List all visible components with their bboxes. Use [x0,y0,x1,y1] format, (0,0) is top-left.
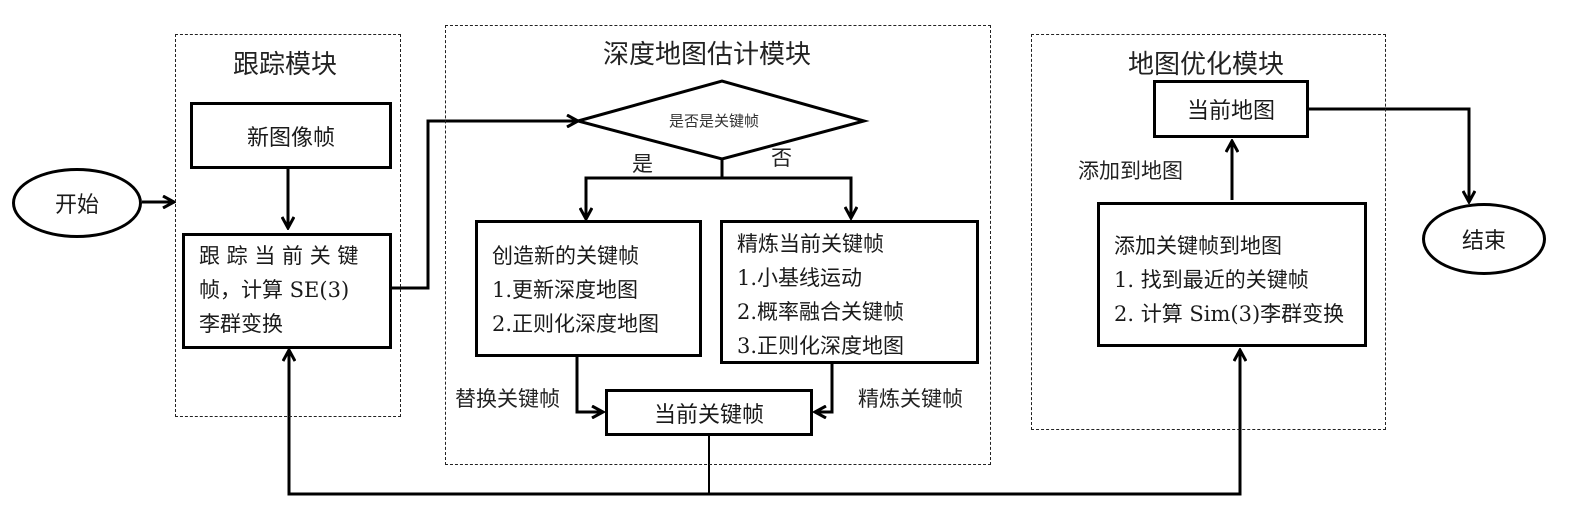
yes-label: 是 [632,152,653,176]
decision-diamond [572,79,870,161]
arrow-track-to-decision [390,121,578,290]
track-line-2: 帧，计算 SE(3) [199,278,350,302]
arrow-bus-to-add [709,350,1240,496]
add-keyframe-box: 添加关键帧到地图 1. 找到最近的关键帧 2. 计算 Sim(3)李群变换 [1097,202,1367,347]
current-map-box: 当前地图 [1153,80,1309,138]
refine-line-4: 3.正则化深度地图 [737,334,905,358]
arrow-bus-to-track [289,350,709,496]
tracking-module [175,34,401,417]
no-label: 否 [771,146,792,170]
depth-module [445,25,991,465]
add-line-1: 添加关键帧到地图 [1114,234,1282,258]
refine-keyframe-label: 精炼关键帧 [858,387,963,411]
create-line-2: 1.更新深度地图 [492,278,639,302]
track-keyframe-box: 跟 踪 当 前 关 键 帧，计算 SE(3) 李群变换 [182,233,392,349]
start-terminal: 开始 [12,168,142,238]
current-keyframe-label: 当前关键帧 [653,402,764,428]
new-frame-label: 新图像帧 [246,125,335,151]
track-line-3: 李群变换 [199,312,283,336]
add-line-3: 2. 计算 Sim(3)李群变换 [1114,302,1345,326]
arrow-yes-to-create [586,176,722,219]
depth-module-title: 深度地图估计模块 [603,40,812,70]
arrow-refine-to-current [815,362,834,412]
decision-label: 是否是关键帧 [669,112,760,130]
current-map-label: 当前地图 [1186,99,1275,124]
refine-keyframe-box: 精炼当前关键帧 1.小基线运动 2.概率融合关键帧 3.正则化深度地图 [720,220,979,364]
new-frame-box: 新图像帧 [190,102,392,169]
add-to-map-label: 添加到地图 [1078,159,1183,183]
refine-line-2: 1.小基线运动 [737,266,863,290]
end-label: 结束 [1461,229,1506,254]
refine-line-1: 精炼当前关键帧 [737,232,884,256]
map-optimization-module [1031,34,1386,430]
arrow-create-to-current [575,355,603,412]
add-line-2: 1. 找到最近的关键帧 [1114,268,1309,292]
map-optimization-module-title: 地图优化模块 [1128,50,1285,80]
track-line-1: 跟 踪 当 前 关 键 [199,244,359,268]
refine-line-3: 2.概率融合关键帧 [737,300,905,324]
create-line-1: 创造新的关键帧 [492,244,639,268]
start-label: 开始 [54,193,99,218]
arrow-map-to-end [1308,107,1469,202]
replace-keyframe-label: 替换关键帧 [455,387,560,411]
create-keyframe-box: 创造新的关键帧 1.更新深度地图 2.正则化深度地图 [475,220,702,357]
create-line-3: 2.正则化深度地图 [492,312,660,336]
end-terminal: 结束 [1422,203,1546,275]
tracking-module-title: 跟踪模块 [233,50,338,80]
current-keyframe-box: 当前关键帧 [605,389,813,436]
arrow-no-to-refine [722,176,851,218]
